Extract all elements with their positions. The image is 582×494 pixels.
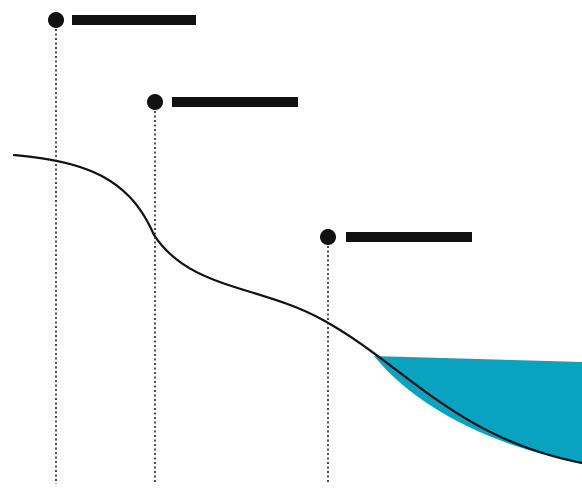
marker-2-label-bar bbox=[172, 97, 298, 107]
marker-2 bbox=[147, 94, 298, 484]
marker-3-dot bbox=[320, 229, 336, 245]
marker-2-dot bbox=[147, 94, 163, 110]
marker-1-label-bar bbox=[72, 15, 196, 25]
terrain-profile-curve bbox=[12, 153, 582, 465]
marker-1 bbox=[48, 12, 196, 484]
water-body bbox=[374, 356, 582, 463]
marker-1-dot bbox=[48, 12, 64, 28]
marker-3 bbox=[320, 229, 472, 484]
marker-3-label-bar bbox=[346, 232, 472, 242]
